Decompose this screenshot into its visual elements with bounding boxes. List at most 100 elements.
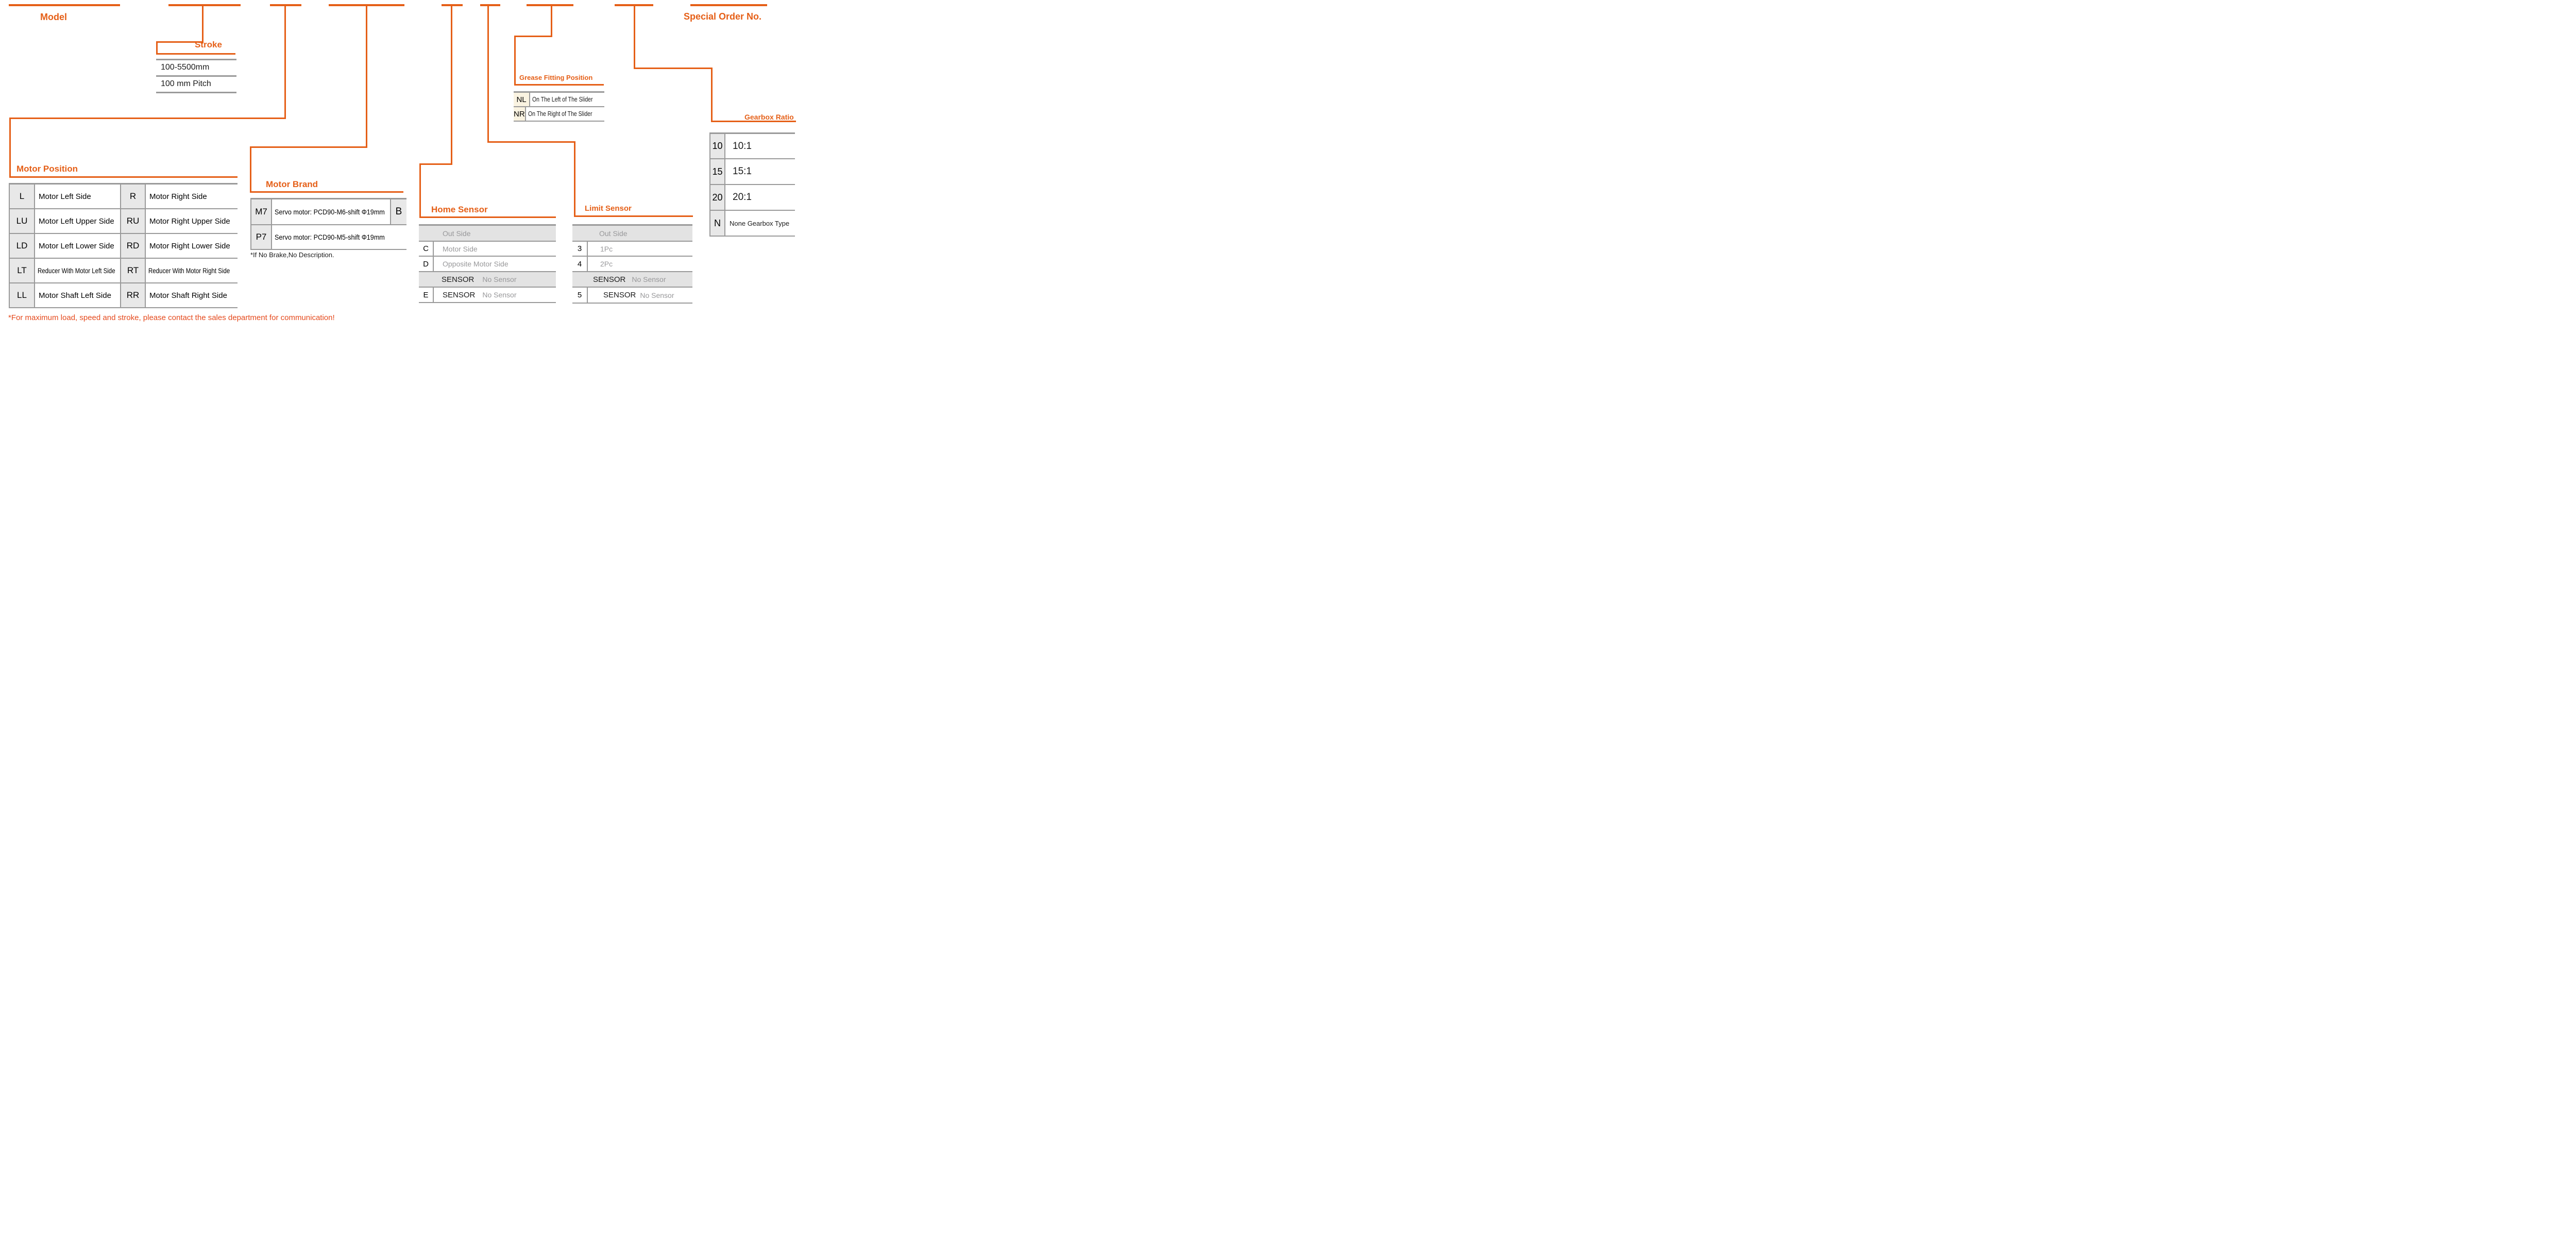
- stroke-connector-h: [156, 41, 204, 43]
- gearbox-code: N: [709, 211, 725, 236]
- grease-connector-v1: [551, 5, 552, 37]
- motor-position-code: LD: [9, 234, 35, 258]
- table-row: 10 10:1: [709, 134, 795, 159]
- home-sensor-code: C: [419, 242, 434, 256]
- motor-position-code: RU: [120, 209, 146, 233]
- stroke-list-line-top: [156, 59, 236, 60]
- home-sensor-underline: [419, 216, 556, 218]
- motor-position-desc: Motor Left Upper Side: [39, 216, 114, 226]
- motor-brand-label: Motor Brand: [266, 179, 318, 189]
- code-segment-special-order: [690, 4, 767, 6]
- motor-position-code: RR: [120, 283, 146, 307]
- sensor-strong-text: SENSOR: [593, 275, 626, 284]
- table-row: D Opposite Motor Side: [419, 257, 556, 272]
- home-sensor-code: D: [419, 257, 434, 271]
- motor-brand-connector-v2: [250, 146, 251, 193]
- motor-position-connector-v2: [9, 118, 11, 178]
- gearbox-underline: [711, 121, 796, 122]
- motor-position-code: RT: [120, 259, 146, 282]
- sensor-muted-text: No Sensor: [632, 275, 666, 283]
- limit-sensor-underline: [574, 215, 693, 217]
- limit-sensor-table: Out Side 3 1Pc 4 2Pc SENSOR No Sensor 5 …: [572, 224, 692, 304]
- gearbox-label: Gearbox Ratio: [744, 113, 794, 121]
- motor-position-code: L: [9, 185, 35, 208]
- stroke-connector-v2: [156, 41, 158, 55]
- home-sensor-desc: Motor Side: [443, 244, 478, 253]
- gearbox-connector-v2: [711, 68, 713, 122]
- gearbox-desc: None Gearbox Type: [730, 219, 790, 227]
- motor-brand-code: M7: [250, 199, 272, 224]
- table-row: L Motor Left Side R Motor Right Side: [9, 185, 238, 209]
- motor-position-desc: Motor Left Lower Side: [39, 241, 114, 250]
- stroke-underline: [156, 53, 235, 55]
- table-row: NL On The Left of The Slider: [514, 93, 604, 107]
- limit-sensor-desc: 1Pc: [600, 244, 613, 253]
- limit-sensor-desc: SENSOR No Sensor: [588, 288, 692, 303]
- sensor-strong-text: SENSOR: [442, 275, 474, 284]
- order-code-diagram: Model Stroke Special Order No. Grease Fi…: [0, 0, 808, 361]
- gearbox-desc: 15:1: [733, 166, 752, 177]
- code-segment-stroke: [168, 4, 241, 6]
- gearbox-desc: 10:1: [733, 140, 752, 152]
- table-row: M7 Servo motor: PCD90-M6-shift Φ19mm B: [250, 199, 406, 225]
- home-sensor-code: E: [419, 288, 434, 302]
- motor-position-desc: Motor Right Lower Side: [149, 241, 230, 250]
- home-sensor-desc: Opposite Motor Side: [443, 260, 509, 268]
- home-sensor-table: Out Side C Motor Side D Opposite Motor S…: [419, 224, 556, 303]
- motor-position-desc: Motor Shaft Right Side: [149, 291, 227, 300]
- limit-sensor-code: 5: [572, 288, 588, 303]
- grease-code: NL: [514, 93, 531, 106]
- motor-position-label: Motor Position: [16, 164, 78, 174]
- grease-code: NR: [514, 107, 526, 121]
- home-sensor-label: Home Sensor: [431, 205, 488, 214]
- stroke-list-line-mid: [156, 75, 236, 77]
- gearbox-desc: 20:1: [733, 192, 752, 203]
- motor-position-desc: Reducer With Motor Left Side: [38, 266, 115, 275]
- limit-sensor-desc: 2Pc: [600, 260, 613, 268]
- limit-sensor-code: 4: [572, 257, 588, 271]
- motor-position-desc: Reducer With Motor Right Side: [148, 266, 230, 275]
- home-sensor-connector-h: [419, 163, 452, 165]
- motor-brand-connector-h: [250, 146, 367, 148]
- table-row: N None Gearbox Type: [709, 211, 795, 237]
- table-row: P7 Servo motor: PCD90-M5-shift Φ19mm: [250, 225, 406, 250]
- table-row: NR On The Right of The Slider: [514, 107, 604, 122]
- sensor-muted-text: No Sensor: [640, 291, 674, 299]
- motor-position-desc: Motor Left Side: [39, 192, 91, 201]
- sensor-strong-text: SENSOR: [443, 290, 476, 299]
- motor-position-code: R: [120, 185, 146, 208]
- home-sensor-desc: SENSOR No Sensor: [434, 288, 556, 302]
- limit-sensor-five-row: 5 SENSOR No Sensor: [572, 288, 692, 304]
- motor-brand-brake-code: B: [390, 199, 406, 224]
- stroke-connector-v1: [202, 5, 204, 43]
- sensor-muted-text: No Sensor: [482, 275, 517, 283]
- home-sensor-e-row: E SENSOR No Sensor: [419, 288, 556, 303]
- motor-position-desc: Motor Right Upper Side: [149, 216, 230, 226]
- motor-brand-connector-v1: [366, 5, 367, 148]
- grease-table: NL On The Left of The Slider NR On The R…: [514, 91, 604, 122]
- stroke-range-value: 100-5500mm: [161, 63, 210, 72]
- home-sensor-sensor-row: SENSOR No Sensor: [419, 272, 556, 288]
- gearbox-connector-h: [634, 68, 713, 69]
- motor-position-underline: [9, 176, 238, 178]
- motor-brand-brake-empty: [390, 225, 406, 249]
- grease-desc: On The Left of The Slider: [532, 96, 593, 103]
- limit-sensor-connector-v1: [487, 5, 489, 143]
- limit-sensor-connector-h: [487, 141, 575, 143]
- footnote: *For maximum load, speed and stroke, ple…: [8, 313, 335, 322]
- grease-label: Grease Fitting Position: [519, 74, 593, 81]
- grease-connector-v2: [514, 36, 516, 86]
- motor-position-desc: Motor Right Side: [149, 192, 207, 201]
- motor-brand-table: M7 Servo motor: PCD90-M6-shift Φ19mm B P…: [250, 198, 406, 250]
- special-order-label: Special Order No.: [684, 11, 762, 22]
- table-row: LD Motor Left Lower Side RD Motor Right …: [9, 234, 238, 259]
- table-row: 4 2Pc: [572, 257, 692, 272]
- code-segment-grease: [527, 4, 573, 6]
- grease-connector-h: [514, 36, 552, 37]
- table-row: LT Reducer With Motor Left Side RT Reduc…: [9, 259, 238, 283]
- home-sensor-header: Out Side: [443, 229, 471, 238]
- home-sensor-connector-v1: [451, 5, 452, 165]
- gearbox-table: 10 10:1 15 15:1 20 20:1 N None Gearbox T…: [709, 132, 795, 237]
- motor-brand-desc: Servo motor: PCD90-M6-shift Φ19mm: [275, 208, 385, 216]
- table-row: C Motor Side: [419, 242, 556, 257]
